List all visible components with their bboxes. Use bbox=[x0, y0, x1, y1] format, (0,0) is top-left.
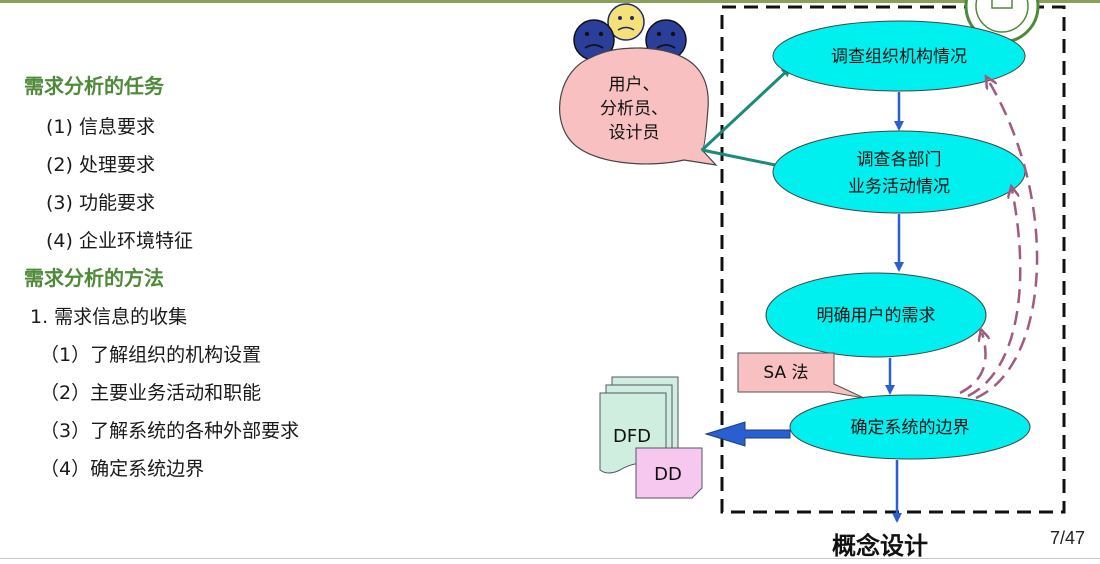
concept-design-label: 概念设计 bbox=[832, 532, 928, 560]
task-item-2: (2) 处理要求 bbox=[46, 154, 155, 176]
node-clarify-needs bbox=[765, 272, 987, 358]
feedback-arrow-to-dept bbox=[967, 190, 1022, 398]
bubble-line-3: 设计员 bbox=[609, 123, 660, 143]
task-item-1: (1) 信息要求 bbox=[46, 116, 155, 138]
sa-method-label: SA 法 bbox=[763, 363, 808, 383]
user-speech-bubble bbox=[559, 47, 718, 166]
output-left-arrow bbox=[704, 421, 791, 447]
sa-method-callout bbox=[737, 352, 865, 399]
node-survey-org-label: 调查组织机构情况 bbox=[831, 47, 967, 67]
bubble-line-1: 用户、 bbox=[609, 75, 660, 95]
task-heading: 需求分析的任务 bbox=[24, 74, 164, 98]
node-clarify-needs-label: 明确用户的需求 bbox=[817, 306, 936, 326]
node-survey-dept bbox=[772, 130, 1026, 214]
node-define-boundary-label: 确定系统的边界 bbox=[851, 418, 970, 438]
node-survey-org bbox=[772, 20, 1026, 92]
feedback-arrow-to-needs bbox=[959, 333, 986, 395]
page-number: 7/47 bbox=[1050, 528, 1086, 548]
dd-document bbox=[635, 447, 703, 499]
node-survey-dept-label-2: 业务活动情况 bbox=[848, 177, 950, 197]
method-item-1: 1. 需求信息的收集 bbox=[30, 306, 188, 328]
dd-label: DD bbox=[654, 464, 682, 485]
bottom-divider bbox=[0, 558, 1100, 559]
dfd-label: DFD bbox=[613, 426, 651, 447]
task-item-3: (3) 功能要求 bbox=[46, 192, 155, 214]
task-item-4: (4) 企业环境特征 bbox=[46, 230, 193, 252]
method-subitem-1: （1）了解组织的机构设置 bbox=[40, 344, 262, 366]
method-subitem-4: （4）确定系统边界 bbox=[40, 458, 205, 480]
top-accent-bar bbox=[0, 0, 1100, 3]
method-subitem-3: （3）了解系统的各种外部要求 bbox=[40, 420, 300, 442]
method-heading: 需求分析的方法 bbox=[24, 266, 164, 290]
left-text-panel: 需求分析的任务 (1) 信息要求 (2) 处理要求 (3) 功能要求 (4) 企… bbox=[0, 0, 520, 564]
bubble-line-2: 分析员、 bbox=[600, 99, 668, 119]
node-survey-dept-label-1: 调查各部门 bbox=[857, 150, 942, 170]
node-define-boundary bbox=[789, 394, 1031, 460]
method-subitem-2: （2）主要业务活动和职能 bbox=[40, 382, 262, 404]
system-boundary-box bbox=[720, 5, 1066, 514]
arrow-to-survey-org bbox=[700, 66, 792, 152]
feedback-arrow-to-org bbox=[975, 80, 1039, 400]
